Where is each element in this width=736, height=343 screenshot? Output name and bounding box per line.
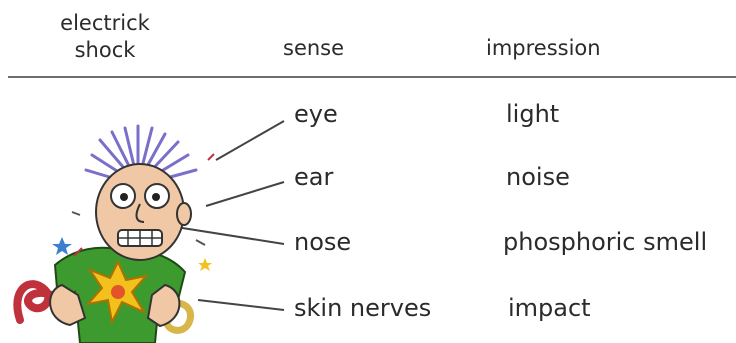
row-eye-impression: light xyxy=(506,99,559,129)
pointer-line-skin xyxy=(198,300,284,310)
ear-icon xyxy=(177,203,191,225)
row-ear-impression: noise xyxy=(506,162,570,192)
pointer-line-nose xyxy=(176,227,284,244)
row-skin-sense: skin nerves xyxy=(294,293,431,323)
row-nose-impression: phosphoric smell xyxy=(503,227,707,257)
row-nose-sense: nose xyxy=(294,227,351,257)
pointer-line-ear xyxy=(206,182,284,206)
pointer-line-eye xyxy=(216,121,284,160)
row-ear-sense: ear xyxy=(294,162,333,192)
row-eye-sense: eye xyxy=(294,99,338,129)
electrocuted-man-icon xyxy=(17,126,214,343)
row-skin-impression: impact xyxy=(508,293,591,323)
